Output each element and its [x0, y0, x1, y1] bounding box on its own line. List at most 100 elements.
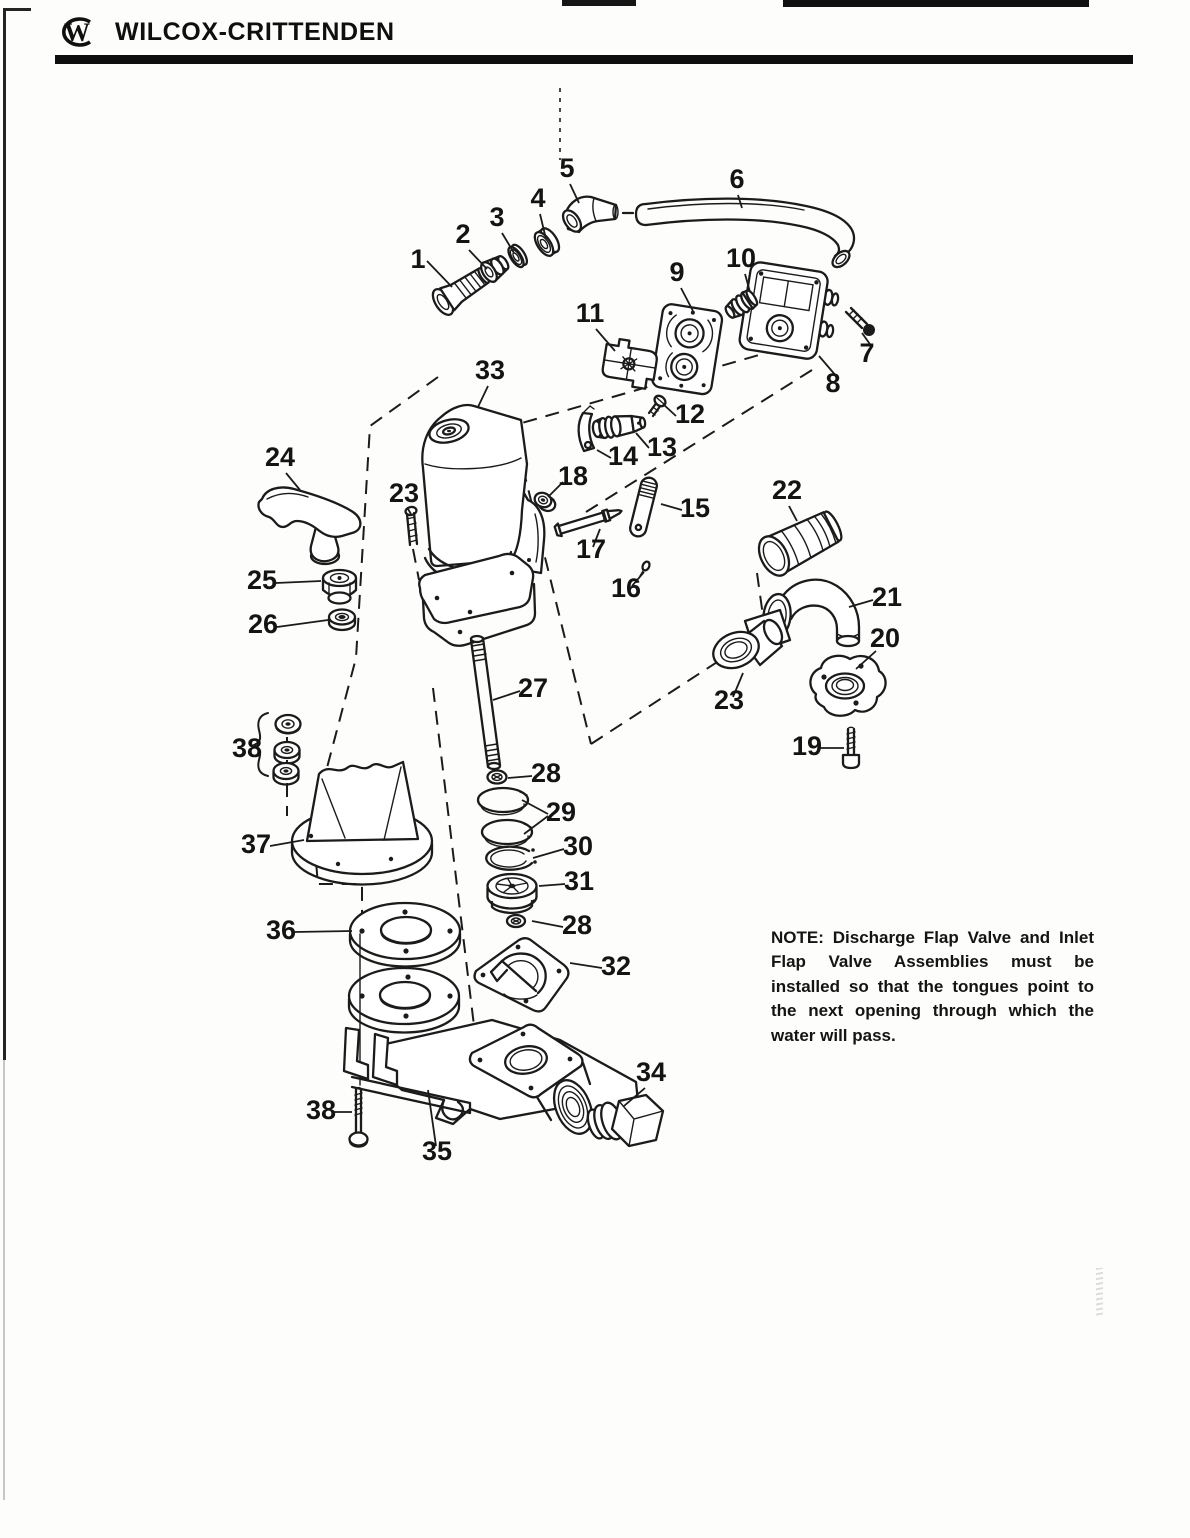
leader-line-26: [276, 619, 329, 628]
callout-23: 23: [389, 478, 419, 508]
callout-23: 23: [714, 685, 744, 715]
callout-38: 38: [232, 733, 262, 763]
callout-11: 11: [576, 298, 605, 328]
part-28-nut-upper: [486, 769, 508, 785]
part-35-base-manifold: [342, 933, 640, 1135]
callout-10: 10: [726, 243, 756, 273]
callout-25: 25: [247, 565, 277, 595]
brand-logo-wc-monogram-icon: W: [61, 17, 92, 47]
leader-line-37: [269, 839, 305, 847]
callout-32: 32: [601, 951, 631, 981]
leader-line-20: [855, 650, 877, 670]
scan-smudge: [1096, 1268, 1103, 1316]
part-9-valve-plate: [651, 303, 724, 396]
part-32-flap-valve-plate: [473, 937, 570, 1013]
callout-38: 38: [306, 1095, 336, 1125]
part-13-petcock-valve: [591, 414, 647, 440]
leader-line-6: [737, 194, 743, 209]
part-23-screw: [404, 505, 419, 547]
brace: [251, 712, 269, 777]
part-27-piston-rod: [469, 634, 502, 771]
note-text: NOTE: Discharge Flap Valve and Inlet Fla…: [771, 928, 1094, 1045]
leader-line-3: [501, 232, 515, 254]
leader-line-2: [468, 249, 488, 270]
leader-line-29: [523, 815, 549, 835]
part-4-flanged-nut: [533, 227, 561, 258]
leader-line-10: [744, 273, 751, 293]
leader-line-36: [293, 930, 353, 933]
leader-line-17: [592, 528, 601, 548]
callout-15: 15: [680, 493, 710, 523]
part-26-washer: [327, 608, 357, 632]
part-6-discharge-hose: [634, 197, 856, 269]
callout-7: 7: [859, 338, 874, 368]
part-38-bolt: [348, 1086, 369, 1148]
part-17-link-rod: [553, 508, 623, 538]
callout-29: 29: [546, 797, 576, 827]
leader-line-29: [521, 799, 549, 815]
leader-line-27: [492, 690, 521, 701]
part-29-springs: [476, 786, 534, 848]
callout-28: 28: [531, 758, 561, 788]
leader-line-34: [623, 1087, 646, 1107]
callout-35: 35: [422, 1136, 452, 1166]
callout-24: 24: [265, 442, 295, 472]
callout-4: 4: [530, 183, 545, 213]
part-36-gasket-rings: [347, 901, 462, 1034]
leader-line-30: [532, 848, 565, 859]
callout-9: 9: [669, 257, 684, 287]
leader-line-8: [818, 355, 838, 378]
part-15-handle-grip: [629, 476, 658, 538]
part-37-inlet-flap-assembly: [290, 760, 434, 886]
leader-line-1: [426, 260, 453, 288]
page-header: W WILCOX-CRITTENDEN: [55, 14, 395, 50]
callout-5: 5: [559, 153, 574, 183]
leader-line-23: [407, 508, 412, 515]
leader-line-25: [275, 580, 322, 584]
callout-2: 2: [455, 219, 470, 249]
part-10-tapered-plug: [724, 289, 759, 319]
part-8-valve-housing: [738, 261, 840, 360]
callout-17: 17: [576, 534, 606, 564]
leader-line-12: [662, 403, 677, 417]
callout-1: 1: [410, 244, 425, 274]
part-20-base-flange: [809, 654, 887, 717]
callout-30: 30: [563, 831, 593, 861]
callout-34: 34: [636, 1057, 666, 1087]
part-19-bolt: [841, 726, 861, 770]
leader-line-14: [596, 449, 612, 459]
callout-12: 12: [675, 399, 705, 429]
scan-top-mark-2: [783, 0, 1089, 7]
leader-line-5: [569, 183, 580, 204]
svg-text:W: W: [64, 18, 90, 47]
callout-8: 8: [825, 368, 840, 398]
part-14-lever-arm: [577, 405, 596, 453]
scan-top-mark: [562, 0, 636, 6]
brand-title: WILCOX-CRITTENDEN: [115, 17, 395, 46]
leader-line-32: [569, 962, 603, 969]
callout-18: 18: [558, 461, 588, 491]
leader-line-9: [680, 287, 694, 312]
leader-line-16: [631, 571, 645, 587]
callout-37: 37: [241, 829, 271, 859]
part-25-packing-nut: [321, 568, 358, 605]
leader-line-15: [660, 503, 683, 511]
callout-3: 3: [489, 202, 504, 232]
part-12-screw: [647, 394, 667, 418]
callout-6: 6: [729, 164, 744, 194]
callout-16: 16: [611, 573, 641, 603]
leader-line-4: [539, 213, 547, 240]
leader-line-28: [531, 920, 564, 928]
callout-19: 19: [792, 731, 822, 761]
scan-corner-tick: [3, 8, 31, 11]
leader-line-7: [861, 332, 873, 348]
callout-26: 26: [248, 609, 278, 639]
callout-27: 27: [518, 673, 548, 703]
part-38-nut-washer-stack: [251, 712, 302, 786]
leader-line-33: [477, 385, 489, 408]
leader-line-35: [427, 1089, 437, 1147]
callout-33: 33: [475, 355, 505, 385]
leader-line-18: [547, 481, 564, 498]
leader-line-21: [848, 599, 874, 608]
